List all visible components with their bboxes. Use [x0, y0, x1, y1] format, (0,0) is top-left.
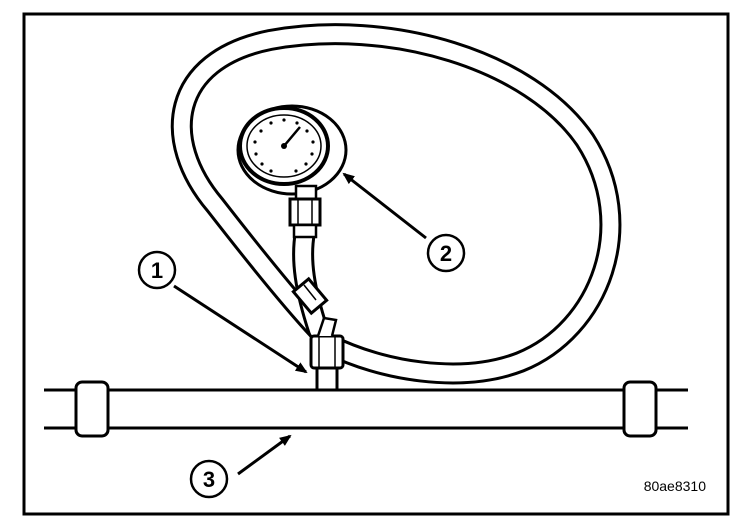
fuel-line-pipe — [44, 380, 688, 438]
pipe-clamp-left — [74, 380, 110, 438]
test-port-adapter — [309, 316, 345, 392]
pressure-gauge — [236, 104, 348, 239]
gauge-needle — [283, 126, 301, 147]
arrow-1 — [173, 284, 308, 374]
gauge-dial-ticks — [253, 118, 315, 173]
figure-id: 80ae8310 — [644, 478, 707, 494]
callout-2-label: 2 — [440, 241, 452, 266]
arrow-2 — [342, 172, 427, 240]
callout-3: 3 — [189, 459, 229, 499]
callout-3-label: 3 — [203, 467, 215, 492]
callout-1-label: 1 — [151, 258, 163, 283]
hose-coupling — [291, 276, 329, 316]
callout-2: 2 — [426, 233, 466, 273]
arrow-3 — [237, 434, 292, 476]
callout-1: 1 — [137, 250, 177, 290]
diagram-frame — [22, 12, 730, 516]
pipe-clamp-right — [622, 380, 658, 438]
gauge-hose — [170, 23, 622, 385]
